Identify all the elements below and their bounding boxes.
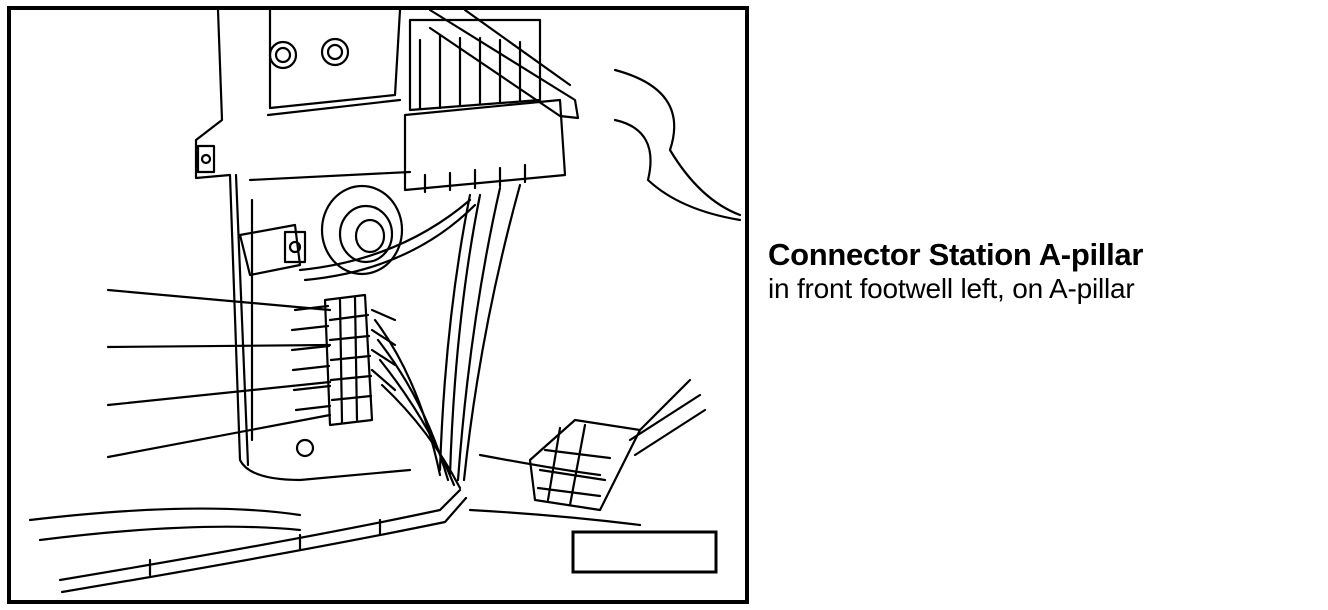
a-pillar-panel [194,8,412,482]
caption: Connector Station A-pillar in front foot… [768,236,1308,306]
caption-title: Connector Station A-pillar [768,237,1144,272]
callout-line-2 [106,343,332,349]
callout-line-1 [106,288,332,312]
figure-label-box [571,530,718,574]
footwell-contour [28,68,742,542]
caption-subtitle: in front footwell left, on A-pillar [768,273,1135,304]
illustration-frame [7,6,749,604]
cable-grommet [320,184,404,276]
callout-line-3 [106,380,332,407]
relay-carrier [403,8,580,194]
wiring-harness [58,183,522,594]
callout-lines [106,288,332,459]
pedal [528,378,707,512]
mounting-bracket [238,223,307,277]
callout-line-4 [106,413,332,459]
